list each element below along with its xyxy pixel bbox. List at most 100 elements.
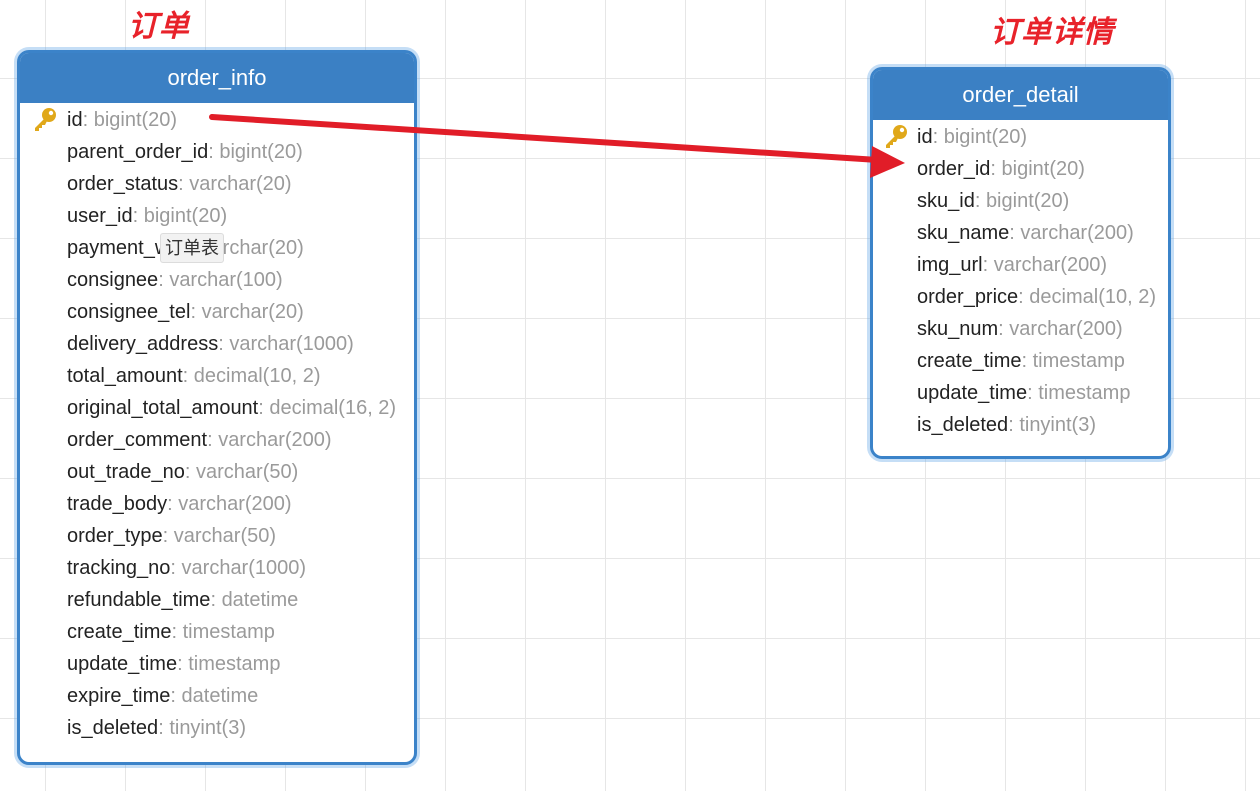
order-detail-column-img-url[interactable]: img_url: varchar(200) xyxy=(873,249,1168,281)
column-separator: : xyxy=(974,190,986,212)
order-detail-table-title[interactable]: order_detail xyxy=(873,70,1168,120)
column-separator: : xyxy=(170,685,182,707)
order-info-column-order-type[interactable]: order_type: varchar(50) xyxy=(20,520,414,552)
column-type: tinyint(3) xyxy=(169,717,247,739)
order-detail-column-update-time[interactable]: update_time: timestamp xyxy=(873,377,1168,409)
order-info-column-out-trade-no[interactable]: out_trade_no: varchar(50) xyxy=(20,456,414,488)
column-name: out_trade_no xyxy=(67,461,185,483)
order-info-table-title[interactable]: order_info xyxy=(20,53,414,103)
column-name: user_id xyxy=(67,205,133,227)
column-type: varchar(200) xyxy=(1020,222,1134,244)
column-separator: : xyxy=(982,254,994,276)
order-detail-column-create-time[interactable]: create_time: timestamp xyxy=(873,345,1168,377)
column-name: img_url xyxy=(917,254,983,276)
column-separator: : xyxy=(132,205,144,227)
order-info-column-expire-time[interactable]: expire_time: datetime xyxy=(20,680,414,712)
order-detail-note: 订单详情 xyxy=(990,15,1114,50)
column-type: bigint(20) xyxy=(219,141,303,163)
column-name: update_time xyxy=(67,653,178,675)
column-name: consignee xyxy=(67,269,159,291)
column-name: is_deleted xyxy=(917,414,1009,436)
order-detail-column-sku-id[interactable]: sku_id: bigint(20) xyxy=(873,185,1168,217)
column-separator: : xyxy=(190,301,202,323)
column-type: decimal(10, 2) xyxy=(193,365,321,387)
column-type: decimal(10, 2) xyxy=(1029,286,1157,308)
column-name: id xyxy=(67,109,83,131)
column-name: sku_name xyxy=(917,222,1010,244)
column-type: tinyint(3) xyxy=(1019,414,1097,436)
column-type: bigint(20) xyxy=(143,205,228,227)
column-type: bigint(20) xyxy=(93,109,178,131)
column-separator: : xyxy=(158,269,170,291)
order-info-columns: id: bigint(20)parent_order_id: bigint(20… xyxy=(20,103,414,744)
column-type: datetime xyxy=(221,589,299,611)
order-info-column-consignee[interactable]: consignee: varchar(100) xyxy=(20,264,414,296)
column-separator: : xyxy=(158,717,170,739)
order-info-column-order-comment[interactable]: order_comment: varchar(200) xyxy=(20,424,414,456)
column-name: sku_num xyxy=(917,318,999,340)
column-separator: : xyxy=(171,621,183,643)
order-info-column-trade-body[interactable]: trade_body: varchar(200) xyxy=(20,488,414,520)
order-info-column-parent-order-id[interactable]: parent_order_id: bigint(20) xyxy=(20,136,414,168)
column-separator: : xyxy=(82,109,94,131)
order-info-column-delivery-address[interactable]: delivery_address: varchar(1000) xyxy=(20,328,414,360)
column-name: expire_time xyxy=(67,685,171,707)
column-separator: : xyxy=(932,126,944,148)
column-name: is_deleted xyxy=(67,717,159,739)
column-separator: : xyxy=(210,589,222,611)
column-type: varchar(100) xyxy=(169,269,283,291)
column-type: varchar(50) xyxy=(196,461,299,483)
column-type: varchar(200) xyxy=(178,493,292,515)
order-detail-column-id[interactable]: id: bigint(20) xyxy=(873,121,1168,153)
column-name: id xyxy=(917,126,933,148)
column-type: varchar(200) xyxy=(993,254,1108,276)
column-type: varchar(1000) xyxy=(181,557,307,579)
column-type: varchar(50) xyxy=(173,525,277,547)
column-type: decimal(16, 2) xyxy=(269,397,397,419)
order-info-column-is-deleted[interactable]: is_deleted: tinyint(3) xyxy=(20,712,414,744)
column-name: parent_order_id xyxy=(67,141,209,163)
column-separator: : xyxy=(1009,222,1021,244)
column-name: order_comment xyxy=(67,429,208,451)
order-detail-columns: id: bigint(20)order_id: bigint(20)sku_id… xyxy=(873,120,1168,441)
column-type: bigint(20) xyxy=(1001,158,1085,180)
order-info-column-order-status[interactable]: order_status: varchar(20) xyxy=(20,168,414,200)
order-info-column-payment-way[interactable]: payment_way: varchar(20) xyxy=(20,232,414,264)
order-detail-column-order-id[interactable]: order_id: bigint(20) xyxy=(873,153,1168,185)
order-info-column-total-amount[interactable]: total_amount: decimal(10, 2) xyxy=(20,360,414,392)
column-separator: : xyxy=(990,158,1002,180)
column-type: varchar(20) xyxy=(189,173,292,195)
order-info-column-user-id[interactable]: user_id: bigint(20) xyxy=(20,200,414,232)
column-separator: : xyxy=(998,318,1010,340)
order-detail-table[interactable]: order_detail id: bigint(20)order_id: big… xyxy=(870,67,1171,459)
column-type: bigint(20) xyxy=(943,126,1028,148)
column-name: refundable_time xyxy=(67,589,211,611)
column-name: trade_body xyxy=(67,493,168,515)
order-note: 订单 xyxy=(128,9,190,44)
order-info-column-id[interactable]: id: bigint(20) xyxy=(20,104,414,136)
column-type: varchar(1000) xyxy=(229,333,354,355)
order-info-table[interactable]: order_info id: bigint(20)parent_order_id… xyxy=(17,50,417,765)
order-info-column-update-time[interactable]: update_time: timestamp xyxy=(20,648,414,680)
order-detail-column-sku-name[interactable]: sku_name: varchar(200) xyxy=(873,217,1168,249)
order-detail-column-order-price[interactable]: order_price: decimal(10, 2) xyxy=(873,281,1168,313)
column-name: update_time xyxy=(917,382,1028,404)
order-info-column-create-time[interactable]: create_time: timestamp xyxy=(20,616,414,648)
column-separator: : xyxy=(184,461,197,483)
tooltip: 订单表 xyxy=(160,233,224,263)
column-name: order_price xyxy=(917,286,1019,308)
order-info-column-consignee-tel[interactable]: consignee_tel: varchar(20) xyxy=(20,296,414,328)
order-info-column-original-total-amount[interactable]: original_total_amount: decimal(16, 2) xyxy=(20,392,414,424)
column-separator: : xyxy=(258,397,270,419)
column-separator: : xyxy=(178,173,190,195)
column-type: varchar(200) xyxy=(1009,318,1123,340)
column-name: create_time xyxy=(917,350,1022,372)
column-separator: : xyxy=(207,429,219,451)
order-detail-column-sku-num[interactable]: sku_num: varchar(200) xyxy=(873,313,1168,345)
order-info-column-tracking-no[interactable]: tracking_no: varchar(1000) xyxy=(20,552,414,584)
column-name: payment_way xyxy=(67,237,191,259)
order-detail-column-is-deleted[interactable]: is_deleted: tinyint(3) xyxy=(873,409,1168,441)
column-type: bigint(20) xyxy=(985,190,1070,212)
column-type: datetime xyxy=(181,685,259,707)
order-info-column-refundable-time[interactable]: refundable_time: datetime xyxy=(20,584,414,616)
